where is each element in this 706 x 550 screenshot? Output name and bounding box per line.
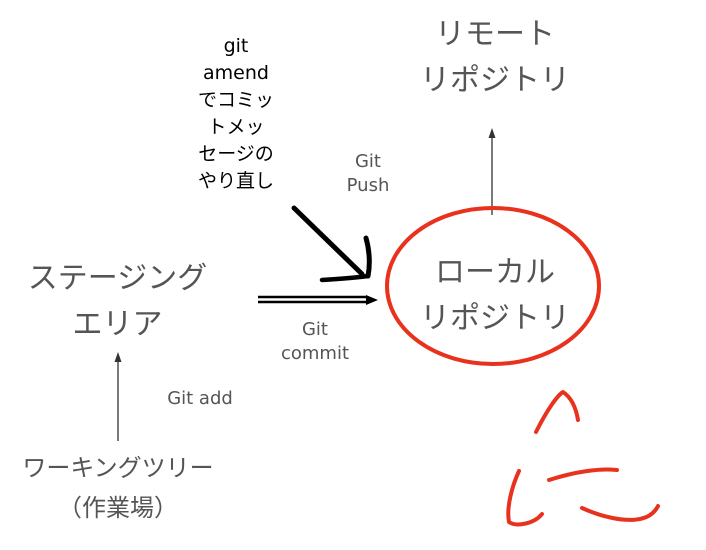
working-tree-line-1: ワーキングツリー [22, 454, 214, 482]
amend-note-line-3: でコミッ [197, 89, 274, 111]
push-arrow [488, 128, 496, 215]
remote-repository-label: リモート リポジトリ [395, 12, 595, 104]
working-tree-line-2: （作業場） [58, 494, 178, 522]
handwritten-here-mark [506, 390, 660, 527]
highlight-circle [385, 206, 601, 366]
git-add-label: Git add [167, 388, 233, 409]
git-push-line-1: Git [354, 151, 381, 172]
amend-pointer-arrow [291, 205, 372, 283]
staging-area-line-1: ステージング [27, 261, 208, 296]
staging-area-line-2: エリア [72, 307, 163, 342]
commit-arrow [258, 295, 378, 305]
amend-note-line-2: amend [203, 62, 269, 84]
git-commit-line-1: Git [301, 319, 328, 340]
local-repository-line-1: ローカル [435, 255, 555, 290]
remote-repository-line-1: リモート [435, 17, 555, 52]
amend-note-line-4: トメッ [207, 116, 265, 138]
staging-area-label: ステージング エリア [10, 256, 225, 348]
git-push-label: Git Push [330, 150, 406, 198]
local-repository-label: ローカル リポジトリ [395, 250, 595, 342]
remote-repository-line-2: リポジトリ [420, 63, 570, 98]
amend-note-line-1: git [223, 35, 249, 57]
git-commit-label: Git commit [262, 318, 368, 366]
git-commit-line-2: commit [280, 343, 350, 364]
amend-note-line-6: やり直し [197, 170, 274, 192]
git-push-line-2: Push [346, 175, 390, 196]
amend-note-line-5: セージの [198, 143, 274, 165]
amend-note: git amend でコミッ トメッ セージの やり直し [178, 33, 294, 195]
local-repository-line-2: リポジトリ [420, 301, 570, 336]
add-arrow [114, 352, 122, 441]
working-tree-label: ワーキングツリー （作業場） [0, 448, 236, 528]
